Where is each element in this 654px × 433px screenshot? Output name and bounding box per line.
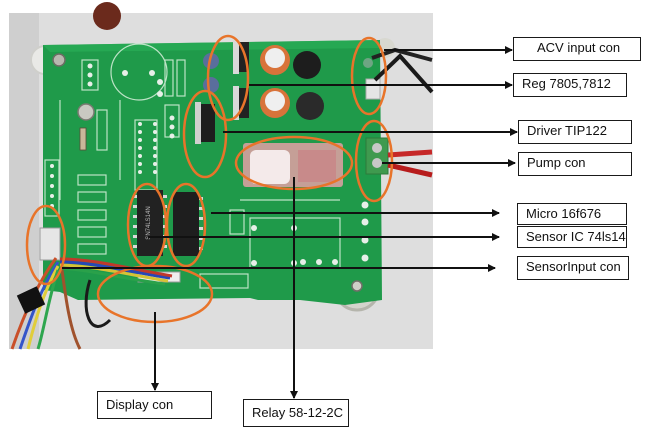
- label-driver: Driver TIP122: [518, 120, 632, 144]
- top-mount-hole: [93, 2, 121, 30]
- screw-top-left: [52, 53, 66, 67]
- label-relay: Relay 58-12-2C: [243, 399, 349, 427]
- terminal-screw-1: [372, 143, 382, 153]
- label-sensor-ic: Sensor IC 74ls14: [517, 226, 627, 248]
- sensor-input-connector: [39, 227, 61, 261]
- capacitor-black-1: [293, 51, 321, 79]
- screw-left: [77, 103, 95, 121]
- silkscreen: [44, 43, 341, 289]
- capacitor-orange-2-top: [265, 91, 285, 111]
- driver-transistor: [197, 104, 215, 142]
- relay-contacts: [298, 150, 336, 182]
- regulator-7812-tab: [233, 86, 239, 120]
- label-pump-con: Pump con: [518, 152, 632, 176]
- regulator-7805-tab: [233, 40, 239, 74]
- pcb-pads: [50, 63, 369, 266]
- pcb-highlight: [43, 40, 380, 52]
- highlight-sensor-ic: [165, 182, 207, 268]
- screw-bottom-right: [351, 280, 363, 292]
- ic-16f676: [173, 192, 199, 256]
- cable-sleeve: [16, 286, 46, 314]
- label-display-con: Display con: [97, 391, 212, 419]
- relay-coil: [250, 150, 290, 184]
- label-sensor-input-con: SensorInput con: [517, 256, 629, 280]
- terminal-screw-2: [372, 158, 382, 168]
- acv-pad: [363, 58, 373, 68]
- highlight-pump-con: [354, 119, 394, 203]
- label-reg: Reg 7805,7812: [513, 73, 627, 97]
- capacitor-orange-1-top: [265, 48, 285, 68]
- leader-lines: [62, 46, 518, 399]
- label-acv-input-con: ACV input con: [513, 37, 641, 61]
- label-micro: Micro 16f676: [517, 203, 627, 225]
- ic-marking: SN74LS14N: [146, 206, 152, 239]
- pump-wire-red-2: [387, 162, 433, 178]
- acv-wire-2: [373, 53, 434, 94]
- driver-transistor-tab: [195, 102, 201, 144]
- capacitor-blue-1: [203, 53, 219, 69]
- pump-terminal-block: [365, 137, 389, 175]
- pump-wire-red-1: [387, 149, 433, 158]
- ic-74ls14: [137, 190, 163, 256]
- highlight-sensor-input: [25, 204, 67, 286]
- highlight-regulators: [206, 34, 250, 122]
- highlight-driver: [182, 89, 228, 179]
- acv-connector: [365, 78, 381, 100]
- capacitor-black-2: [296, 92, 324, 120]
- resistor: [79, 127, 87, 151]
- highlight-acv-input: [350, 36, 388, 116]
